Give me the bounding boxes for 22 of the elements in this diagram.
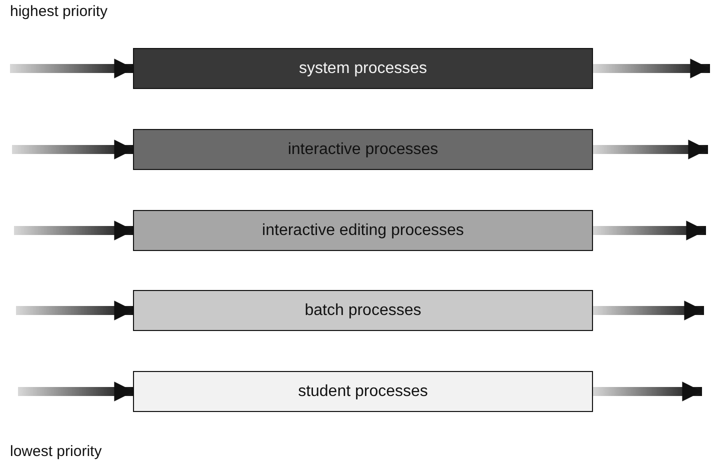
arrow <box>12 140 134 160</box>
process-bar <box>133 371 593 412</box>
arrow <box>592 58 710 78</box>
priority-label: lowest priority <box>10 443 102 460</box>
arrow <box>592 300 704 320</box>
arrow <box>10 58 134 78</box>
priority-label: highest priority <box>10 3 108 20</box>
arrow <box>16 300 134 320</box>
process-bar <box>133 48 593 89</box>
arrow <box>14 220 134 240</box>
process-bar <box>133 210 593 251</box>
arrow <box>592 140 708 160</box>
process-label: student processes <box>298 382 428 400</box>
process-label: batch processes <box>304 302 422 320</box>
process-bar <box>133 129 593 170</box>
process-label: interactive processes <box>288 140 438 158</box>
process-label: interactive editing processes <box>262 222 464 240</box>
arrow <box>18 382 134 402</box>
process-bar <box>133 290 593 331</box>
process-label: system processes <box>298 60 428 78</box>
arrow <box>592 220 706 240</box>
arrow <box>592 382 702 402</box>
